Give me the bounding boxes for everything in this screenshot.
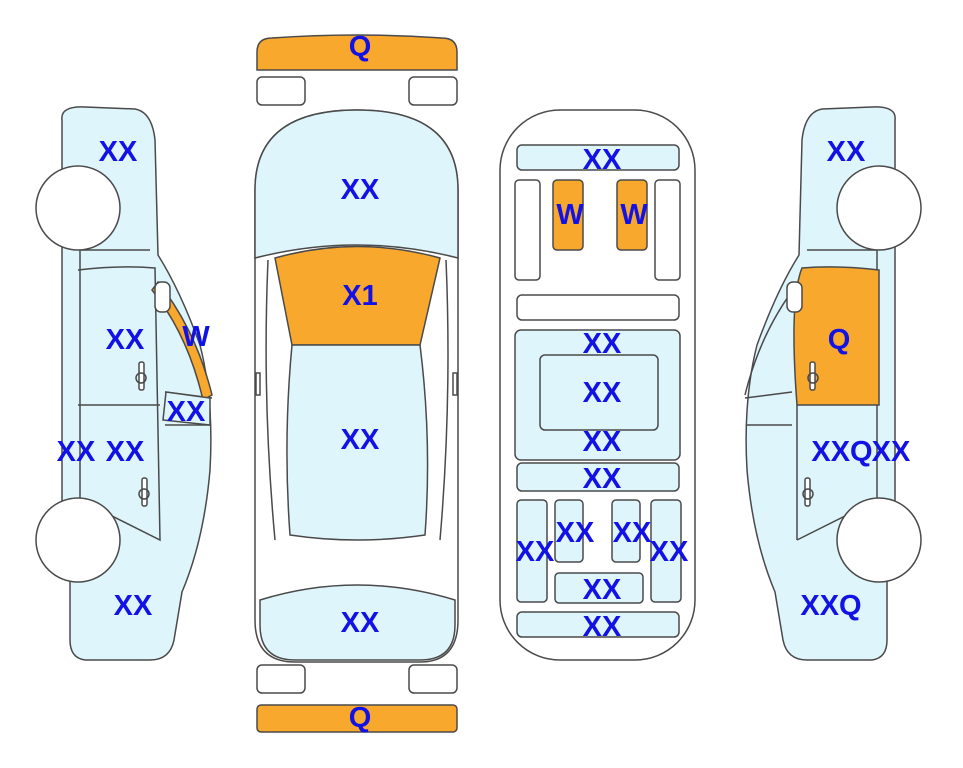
damage-label: XX bbox=[583, 144, 622, 176]
damage-label: XX bbox=[114, 590, 153, 622]
interior-view: XX W W XX XX XX XX XX XX XX XX XX XX bbox=[499, 109, 696, 661]
hood[interactable] bbox=[254, 109, 459, 259]
windshield[interactable] bbox=[274, 245, 441, 346]
damage-label: XX bbox=[341, 424, 380, 456]
damage-label: XX bbox=[872, 436, 911, 468]
trunk-rear[interactable] bbox=[516, 611, 680, 638]
damage-label: XX bbox=[613, 517, 652, 549]
rear-shelf[interactable] bbox=[516, 462, 680, 492]
damage-label: X1 bbox=[342, 280, 377, 312]
damage-label: XX bbox=[583, 463, 622, 495]
trunk-floor[interactable] bbox=[554, 572, 644, 604]
damage-label: W bbox=[182, 321, 210, 353]
rear-right-light[interactable] bbox=[408, 664, 458, 694]
damage-label: XX bbox=[106, 324, 145, 356]
damage-label: Q bbox=[349, 702, 372, 734]
damage-label: XX bbox=[99, 136, 138, 168]
damage-label: XX bbox=[583, 426, 622, 458]
front-left-seat[interactable] bbox=[552, 179, 584, 251]
damage-label: XXQ bbox=[811, 436, 872, 468]
left-front-window-corner[interactable] bbox=[162, 391, 211, 426]
right-side-view: XX Q XXQ XX XXQ bbox=[744, 106, 922, 661]
damage-label: XX bbox=[516, 536, 555, 568]
damage-label: W bbox=[556, 199, 584, 231]
left-front-trim[interactable] bbox=[514, 179, 541, 281]
damage-label: XX bbox=[341, 607, 380, 639]
damage-label: XX bbox=[167, 396, 206, 428]
rear-bumper[interactable] bbox=[256, 704, 458, 733]
damage-label: XX bbox=[650, 536, 689, 568]
left-door-handle-icon bbox=[135, 361, 147, 391]
roof[interactable] bbox=[286, 344, 429, 541]
front-bumper[interactable] bbox=[256, 34, 458, 71]
damage-label: XX bbox=[827, 136, 866, 168]
trunk-right[interactable] bbox=[650, 499, 682, 603]
left-rear-wheel[interactable] bbox=[35, 165, 121, 251]
damage-label: XX bbox=[583, 574, 622, 606]
rear-seat-center[interactable] bbox=[539, 354, 659, 431]
rear-left-light[interactable] bbox=[256, 664, 306, 694]
damage-label: W bbox=[620, 199, 648, 231]
trunk-inner-left[interactable] bbox=[554, 499, 584, 563]
front-right-light[interactable] bbox=[408, 76, 458, 106]
damage-label: XX bbox=[57, 436, 96, 468]
top-view: Q XX X1 XX XX Q bbox=[254, 31, 459, 734]
right-door-handle-icon bbox=[807, 361, 819, 391]
left-mirror[interactable] bbox=[154, 281, 171, 313]
left-front-wheel[interactable] bbox=[35, 497, 121, 583]
left-side-view: XX XX W XX XX XX XX bbox=[35, 106, 213, 661]
left-mirror-top bbox=[255, 372, 261, 396]
dashboard[interactable] bbox=[516, 144, 680, 171]
damage-label: XX bbox=[583, 377, 622, 409]
trunk[interactable] bbox=[259, 584, 456, 661]
right-door-handle-icon bbox=[802, 477, 814, 507]
right-mirror[interactable] bbox=[786, 281, 803, 313]
right-front-trim[interactable] bbox=[654, 179, 681, 281]
damage-label: XX bbox=[106, 436, 145, 468]
trunk-left[interactable] bbox=[516, 499, 548, 603]
damage-label: Q bbox=[349, 31, 372, 63]
front-right-seat[interactable] bbox=[616, 179, 648, 251]
damage-label: Q bbox=[828, 324, 851, 356]
damage-label: XX bbox=[556, 517, 595, 549]
right-rear-wheel[interactable] bbox=[836, 497, 922, 583]
right-mirror-top bbox=[452, 372, 458, 396]
damage-label: XXQ bbox=[800, 590, 861, 622]
console[interactable] bbox=[516, 294, 680, 321]
damage-label: XX bbox=[341, 174, 380, 206]
front-left-light[interactable] bbox=[256, 76, 306, 106]
right-front-wheel[interactable] bbox=[836, 165, 922, 251]
damage-label: XX bbox=[583, 611, 622, 643]
trunk-inner-right[interactable] bbox=[611, 499, 641, 563]
damage-label: XX bbox=[583, 328, 622, 360]
left-door-handle-icon bbox=[138, 477, 150, 507]
